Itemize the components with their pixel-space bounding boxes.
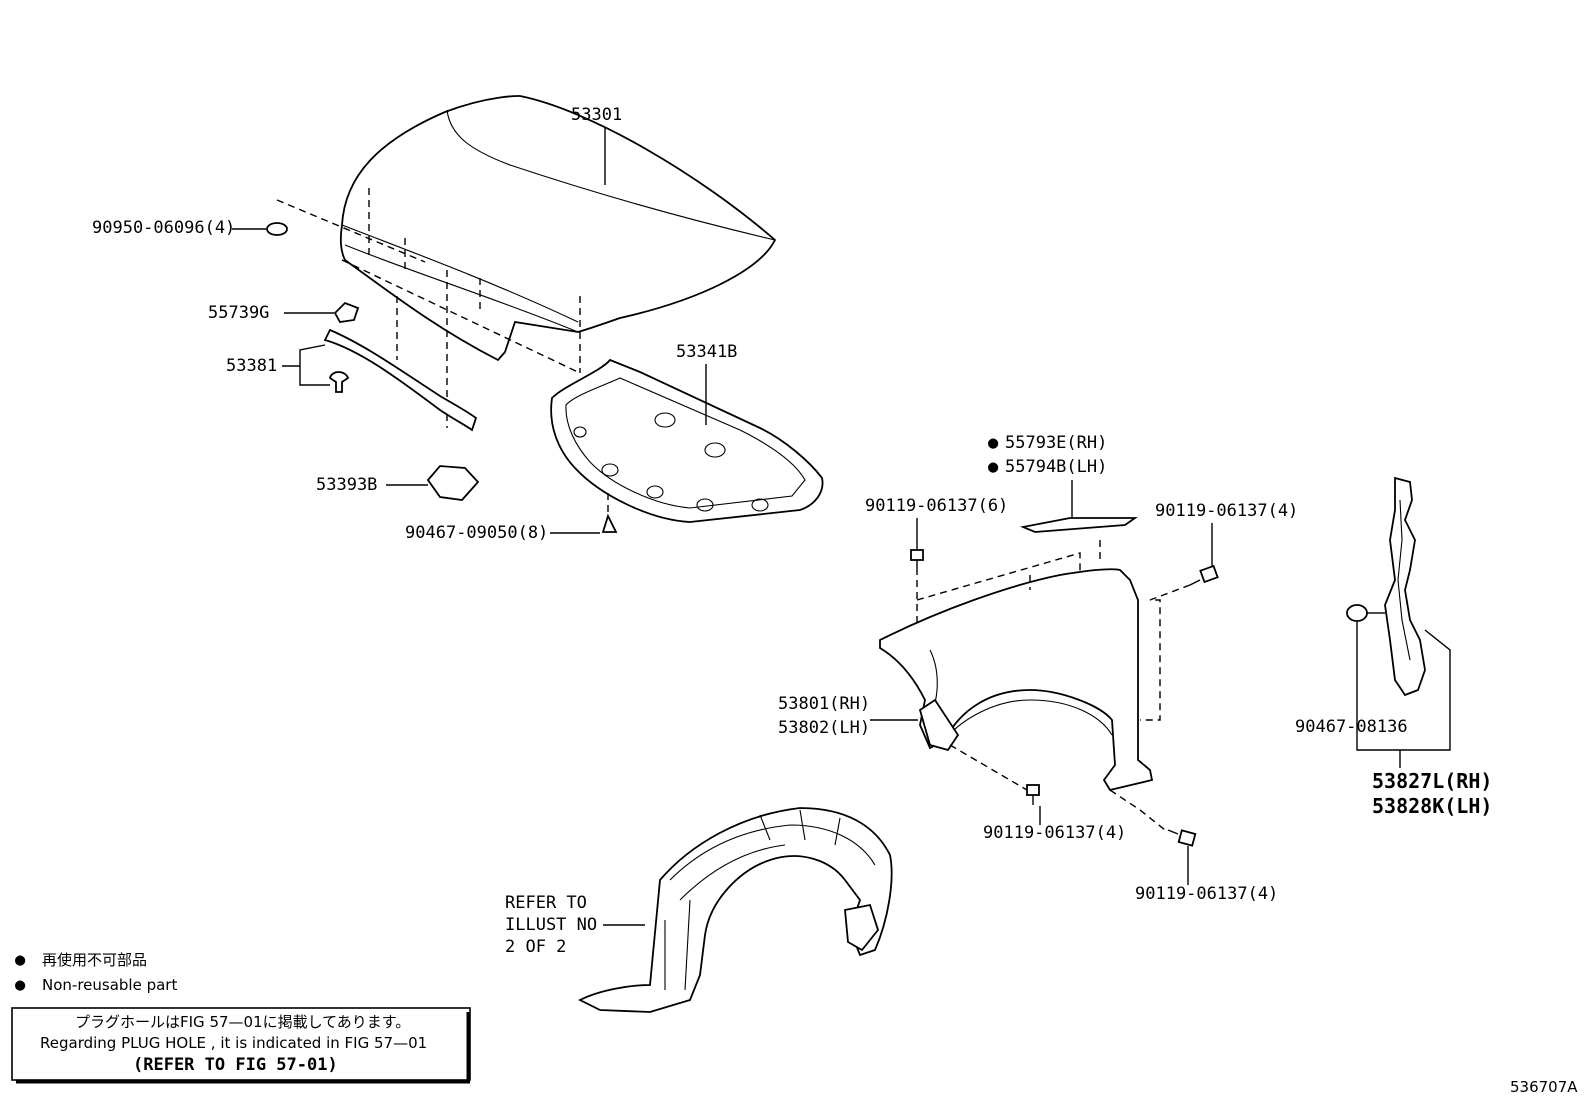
legend-bullet-jp: ● [15, 950, 26, 970]
label-bolt-top-right: 90119-06137(4) [1155, 501, 1298, 521]
front-fender[interactable] [879, 568, 1154, 792]
label-hood: 53301 [571, 105, 622, 125]
legend-en-text: Non-reusable part [42, 976, 177, 994]
label-seal-lh: 55794B(LH) [1005, 457, 1107, 477]
label-seal-cover: 53393B [316, 475, 377, 495]
label-fender-rh: 53801(RH) [778, 694, 870, 714]
bolt-bottom[interactable] [1167, 829, 1197, 847]
label-insulator-clip: 90467-09050(8) [405, 523, 548, 543]
hood-insulator[interactable] [550, 358, 824, 523]
label-bolt-bottom: 90119-06137(4) [1135, 884, 1278, 904]
hood-clip[interactable] [333, 301, 360, 323]
label-bolt-top-left: 90119-06137(6) [865, 496, 1008, 516]
seal-clip[interactable] [328, 371, 350, 393]
label-refer-line1: REFER TO [505, 893, 587, 913]
hood-cushion[interactable] [266, 222, 288, 236]
note-line-refer: (REFER TO FIG 57-01) [133, 1055, 338, 1075]
seal-cover[interactable] [426, 465, 480, 501]
legend-bullet-en: ● [15, 975, 26, 995]
label-side-seal-rh: 53827L(RH) [1372, 769, 1492, 793]
legend-mark-lh: ● [988, 457, 999, 477]
note-line-en: Regarding PLUG HOLE , it is indicated in… [40, 1034, 427, 1052]
label-insulator: 53341B [676, 342, 737, 362]
legend-mark-rh: ● [988, 433, 999, 453]
label-hood-cushion: 90950-06096(4) [92, 218, 235, 238]
insulator-clip[interactable] [601, 513, 618, 533]
side-clip[interactable] [1346, 604, 1378, 622]
label-seal: 53381 [226, 356, 277, 376]
label-fender-lh: 53802(LH) [778, 718, 870, 738]
label-side-clip: 90467-08136 [1295, 717, 1408, 737]
label-bolt-mid: 90119-06137(4) [983, 823, 1126, 843]
hood-panel[interactable] [339, 95, 777, 362]
fender-seal[interactable] [1019, 517, 1138, 533]
fender-liner[interactable] [577, 807, 893, 1013]
label-hood-clip: 55739G [208, 303, 269, 323]
hood-seal[interactable] [323, 328, 478, 432]
label-seal-rh: 55793E(RH) [1005, 433, 1107, 453]
figure-id: 536707A [1510, 1078, 1578, 1096]
bolt-mid[interactable] [1026, 784, 1040, 805]
legend-jp-text: 再使用不可部品 [42, 951, 147, 969]
note-box: プラグホールはFIG 57—01に掲載してあります。 Regarding PLU… [11, 1007, 471, 1084]
fender-side-seal[interactable] [1384, 476, 1426, 697]
note-line-jp: プラグホールはFIG 57—01に掲載してあります。 [75, 1013, 410, 1031]
bolt-top-left[interactable] [910, 549, 924, 575]
bolt-top-right[interactable] [1189, 564, 1219, 586]
label-side-seal-lh: 53828K(LH) [1372, 794, 1492, 818]
label-refer-line3: 2 OF 2 [505, 937, 566, 957]
label-refer-line2: ILLUST NO [505, 915, 597, 935]
